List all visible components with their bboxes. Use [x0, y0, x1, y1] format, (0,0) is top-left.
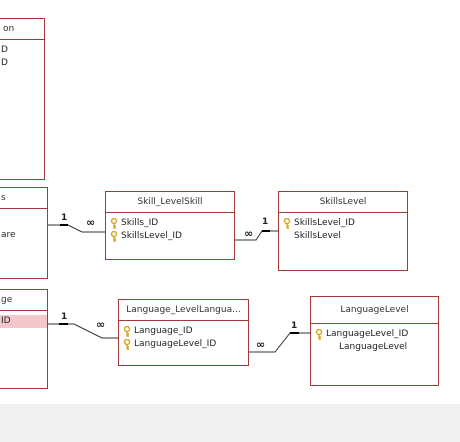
- table-title: s: [0, 188, 47, 209]
- field-name: Language_ID: [134, 326, 193, 336]
- key-icon: [110, 218, 118, 229]
- key-icon: [123, 326, 131, 337]
- table-title: on: [0, 19, 44, 40]
- cardinality-many: ∞: [244, 227, 254, 240]
- field-row[interactable]: SkillsLevel_ID: [106, 230, 234, 243]
- field-row-selected[interactable]: ID: [0, 315, 47, 328]
- cardinality-many: ∞: [96, 318, 106, 331]
- table-left-top[interactable]: on D D: [0, 18, 45, 180]
- table-skillslevel[interactable]: SkillsLevel SkillsLevel_ID SkillsLevel: [278, 191, 408, 271]
- field-row[interactable]: LanguageLevel_ID: [119, 338, 248, 351]
- field-row[interactable]: Language_ID: [119, 325, 248, 338]
- field-name: LanguageLevel_ID: [326, 329, 409, 339]
- field-row[interactable]: SkillsLevel: [279, 230, 407, 243]
- field-row[interactable]: D: [1, 45, 8, 55]
- canvas-bottom-band: [0, 404, 460, 442]
- field-name: LanguageLevel: [339, 342, 408, 352]
- table-title: SkillsLevel: [279, 192, 407, 213]
- table-title: Skill_LevelSkill: [106, 192, 234, 213]
- key-icon: [110, 231, 118, 242]
- relationship-line-language: [48, 323, 118, 339]
- relationship-line-languagelevel: [249, 332, 310, 353]
- cardinality-one: 1: [61, 213, 68, 223]
- relationship-line-skills: [48, 224, 105, 233]
- field-name: SkillsLevel_ID: [294, 218, 355, 228]
- table-left-mid[interactable]: s are: [0, 187, 48, 279]
- table-skill-levelskill[interactable]: Skill_LevelSkill Skills_ID SkillsLevel_I…: [105, 191, 235, 260]
- table-title: ge: [0, 290, 47, 311]
- cardinality-one: 1: [61, 312, 68, 322]
- field-row[interactable]: Skills_ID: [106, 217, 234, 230]
- key-icon: [315, 329, 323, 340]
- field-name: SkillsLevel: [294, 231, 341, 241]
- field-name: Skills_ID: [121, 218, 159, 228]
- field-name: LanguageLevel_ID: [134, 339, 217, 349]
- cardinality-many: ∞: [256, 338, 266, 351]
- field-name: SkillsLevel_ID: [121, 231, 182, 241]
- table-title: Language_LevelLangua...: [119, 300, 248, 321]
- field-row[interactable]: LanguageLevel: [311, 341, 438, 354]
- cardinality-many: ∞: [86, 216, 96, 229]
- field-row[interactable]: LanguageLevel_ID: [311, 328, 438, 341]
- cardinality-one: 1: [262, 217, 269, 227]
- key-icon: [123, 339, 131, 350]
- table-languagelevel[interactable]: LanguageLevel LanguageLevel_ID LanguageL…: [310, 296, 439, 386]
- cardinality-one: 1: [291, 321, 298, 331]
- table-language-levellangua[interactable]: Language_LevelLangua... Language_ID Lang…: [118, 299, 249, 366]
- field-row[interactable]: SkillsLevel_ID: [279, 217, 407, 230]
- table-title: LanguageLevel: [311, 297, 438, 324]
- relationship-line-skillslevel: [235, 230, 278, 241]
- field-row[interactable]: are: [1, 230, 16, 240]
- key-icon: [283, 218, 291, 229]
- table-left-bottom[interactable]: ge ID: [0, 289, 48, 389]
- field-row[interactable]: D: [1, 58, 8, 68]
